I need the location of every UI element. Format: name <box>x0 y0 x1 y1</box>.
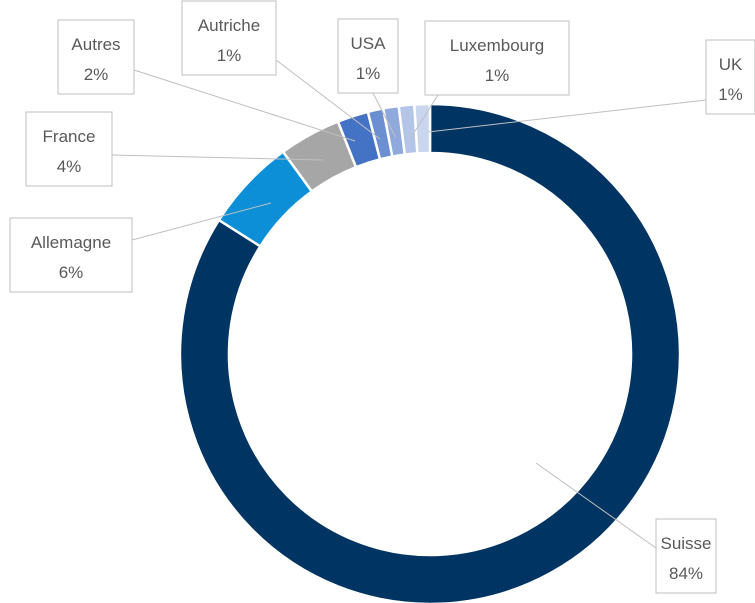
leader-line-usa <box>372 92 397 139</box>
leader-line-france <box>111 154 324 161</box>
value-label-autriche: 1% <box>217 46 242 65</box>
callout-box-autriche <box>181 0 277 76</box>
donut-slices <box>178 102 682 603</box>
callout-box-luxembourg <box>424 20 570 96</box>
category-label-uk: UK <box>719 55 743 74</box>
slice-uk <box>412 102 432 155</box>
leader-line-uk <box>427 99 707 133</box>
slice-suisse <box>178 102 682 603</box>
leader-line-autriche <box>275 59 381 140</box>
callout-box-uk <box>705 39 755 115</box>
value-label-allemagne: 6% <box>59 263 84 282</box>
callout-box-usa <box>337 18 399 94</box>
leader-line-luxembourg <box>409 94 439 140</box>
leader-line-allemagne <box>131 202 272 241</box>
value-label-france: 4% <box>57 157 82 176</box>
category-label-suisse: Suisse <box>660 534 711 553</box>
value-label-uk: 1% <box>718 85 743 104</box>
value-label-luxembourg: 1% <box>485 66 510 85</box>
leader-line-autres <box>133 69 356 142</box>
callout-box-autres <box>57 19 135 95</box>
category-label-usa: USA <box>351 34 387 53</box>
callout-box-allemagne <box>9 217 133 293</box>
value-label-autres: 2% <box>84 65 109 84</box>
category-label-allemagne: Allemagne <box>31 233 111 252</box>
category-label-france: France <box>43 127 96 146</box>
callout-box-suisse <box>655 518 717 594</box>
leader-line-suisse <box>535 462 657 549</box>
value-label-usa: 1% <box>356 64 381 83</box>
category-label-luxembourg: Luxembourg <box>450 36 545 55</box>
callout-labels: Suisse 84% Allemagne 6% France 4% Autres 2% Autr… <box>9 0 755 594</box>
category-label-autres: Autres <box>71 35 120 54</box>
category-label-autriche: Autriche <box>198 16 260 35</box>
value-label-suisse: 84% <box>669 564 703 583</box>
callout-box-france <box>25 111 113 187</box>
